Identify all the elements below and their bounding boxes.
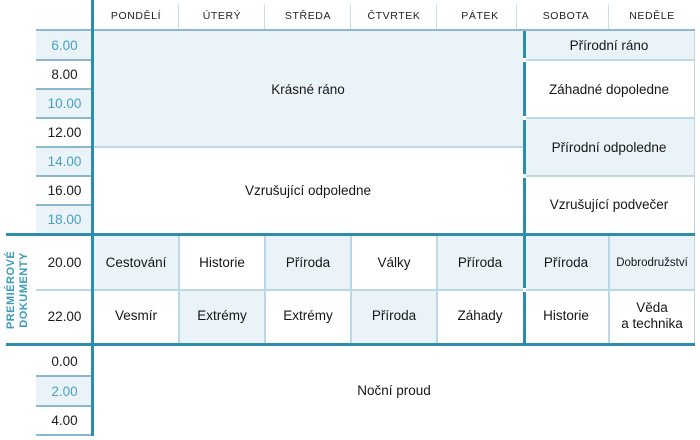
divider-notch bbox=[523, 116, 526, 120]
cell-sunday-20-00: Dobrodružství bbox=[609, 236, 695, 289]
cell-saturday-22-00: Historie bbox=[543, 308, 589, 323]
grid-line bbox=[93, 146, 523, 148]
weekend-divider-line bbox=[523, 31, 526, 233]
premium-label-line2: DOKUMENTY bbox=[18, 251, 31, 328]
time-label-22-00: 22.00 bbox=[47, 308, 82, 324]
block-vzrusujici-odpoledne: Vzrušující odpoledne bbox=[244, 182, 372, 198]
grid-line bbox=[693, 31, 695, 343]
cell-monday-20-00: Cestování bbox=[93, 236, 179, 289]
premium-label-line1: PREMIÉROVÉ bbox=[5, 250, 18, 329]
time-label-0-00: 0.00 bbox=[51, 353, 78, 369]
cell-monday-22-00: Vesmír bbox=[114, 308, 157, 323]
divider-notch bbox=[523, 58, 526, 62]
header-separator bbox=[608, 4, 609, 30]
divider-notch bbox=[523, 174, 526, 178]
time-label-2-00: 2.00 bbox=[36, 376, 93, 406]
grid-line bbox=[36, 204, 93, 206]
header-separator bbox=[516, 4, 517, 30]
block-prirodni-odpoledne: Přírodní odpoledne bbox=[523, 118, 695, 176]
day-header-friday: PÁTEK bbox=[461, 9, 499, 22]
grid-line bbox=[350, 236, 352, 343]
day-header-sunday: NEDĚLE bbox=[629, 9, 675, 22]
grid-line bbox=[36, 29, 695, 31]
header-separator bbox=[436, 4, 437, 30]
cell-tuesday-20-00: Historie bbox=[199, 254, 245, 270]
time-label-10-00: 10.00 bbox=[36, 89, 93, 118]
grid-line bbox=[36, 59, 93, 61]
block-nocni-proud: Noční proud bbox=[357, 383, 431, 398]
premium-section-label: PREMIÉROVÉ DOKUMENTY bbox=[0, 236, 37, 343]
header-separator bbox=[350, 4, 351, 30]
day-header-thursday: ČTVRTEK bbox=[367, 9, 421, 22]
time-label-20-00: 20.00 bbox=[47, 255, 82, 270]
grid-line bbox=[36, 117, 93, 119]
divider-notch bbox=[523, 288, 526, 292]
grid-line bbox=[36, 175, 93, 177]
grid-line bbox=[523, 59, 695, 61]
grid-line bbox=[608, 236, 610, 343]
time-label-8-00: 8.00 bbox=[51, 67, 78, 82]
grid-line bbox=[36, 146, 93, 148]
grid-line bbox=[36, 434, 93, 436]
time-label-16-00: 16.00 bbox=[47, 183, 82, 198]
day-header-monday: PONDĚLÍ bbox=[110, 9, 162, 22]
grid-line bbox=[36, 289, 695, 291]
grid-line bbox=[36, 88, 93, 90]
grid-line bbox=[178, 236, 180, 343]
grid-line bbox=[36, 375, 93, 377]
cell-sunday-22-00: Věda a technika bbox=[621, 300, 683, 331]
premium-section-top-line bbox=[6, 233, 695, 236]
block-zahadne-dopoledne: Záhadné dopoledne bbox=[548, 81, 670, 97]
grid-line bbox=[264, 236, 266, 343]
time-column-divider-line bbox=[91, 0, 94, 436]
day-header-tuesday: ÚTERÝ bbox=[202, 9, 242, 22]
time-label-18-00: 18.00 bbox=[36, 205, 93, 233]
cell-wednesday-22-00: Extrémy bbox=[283, 308, 333, 323]
day-header-saturday: SOBOTA bbox=[542, 9, 590, 22]
grid-line bbox=[436, 236, 438, 343]
time-label-14-00: 14.00 bbox=[36, 147, 93, 176]
time-label-6-00: 6.00 bbox=[36, 31, 93, 60]
cell-saturday-20-00: Příroda bbox=[523, 236, 609, 289]
header-separator bbox=[178, 4, 179, 30]
grid-line bbox=[36, 405, 93, 407]
grid-line bbox=[523, 117, 695, 119]
cell-friday-22-00: Záhady bbox=[457, 308, 503, 323]
cell-friday-20-00: Příroda bbox=[437, 236, 523, 289]
day-header-wednesday: STŘEDA bbox=[284, 9, 332, 22]
header-separator bbox=[264, 4, 265, 30]
block-vzrusujici-podvecer: Vzrušující podvečer bbox=[549, 197, 669, 212]
premium-section-bottom-line bbox=[6, 343, 695, 346]
time-label-12-00: 12.00 bbox=[47, 125, 82, 140]
time-label-4-00: 4.00 bbox=[51, 413, 78, 428]
block-krasne-rano: Krásné ráno bbox=[93, 31, 523, 147]
cell-tuesday-22-00: Extrémy bbox=[179, 289, 265, 343]
block-prirodni-rano: Přírodní ráno bbox=[523, 31, 695, 60]
cell-thursday-22-00: Příroda bbox=[351, 289, 437, 343]
cell-wednesday-20-00: Příroda bbox=[265, 236, 351, 289]
cell-thursday-20-00: Války bbox=[377, 254, 411, 270]
grid-line bbox=[523, 175, 695, 177]
